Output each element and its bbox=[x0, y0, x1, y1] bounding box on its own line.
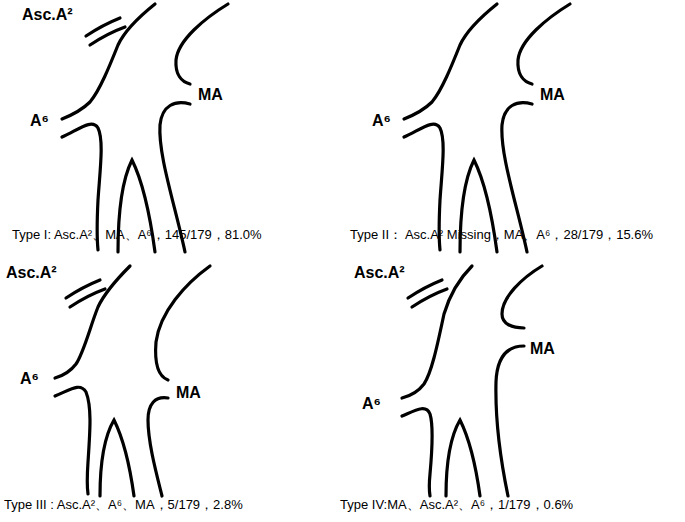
vessel-label: MA bbox=[530, 340, 555, 358]
vessel-label: MA bbox=[198, 86, 223, 104]
type-3-vessels bbox=[55, 266, 210, 496]
vessel-label: A⁶ bbox=[20, 370, 39, 388]
vessel-label: A⁶ bbox=[362, 395, 381, 413]
vessel-label: Asc.A² bbox=[6, 264, 57, 282]
type-caption: Type III : Asc.A²、A⁶、MA，5/179，2.8% bbox=[4, 498, 243, 512]
type-2-vessels bbox=[404, 4, 570, 252]
vessel-label: MA bbox=[176, 384, 201, 402]
vessel-label: A⁶ bbox=[30, 112, 49, 130]
type-1-vessels bbox=[62, 4, 228, 252]
type-caption: Type II： Asc.A² Missing，MA、A⁶，28/179，15.… bbox=[350, 228, 653, 242]
vessel-label: A⁶ bbox=[372, 112, 391, 130]
vessel-label: Asc.A² bbox=[354, 264, 405, 282]
vessel-label: MA bbox=[540, 86, 565, 104]
vessel-label: Asc.A² bbox=[22, 6, 73, 24]
type-4-vessels bbox=[402, 266, 542, 496]
type-caption: Type I: Asc.A²、MA、A⁶，145/179，81.0% bbox=[12, 228, 262, 242]
type-caption: Type IV:MA、Asc.A²、A⁶，1/179，0.6% bbox=[340, 498, 573, 512]
